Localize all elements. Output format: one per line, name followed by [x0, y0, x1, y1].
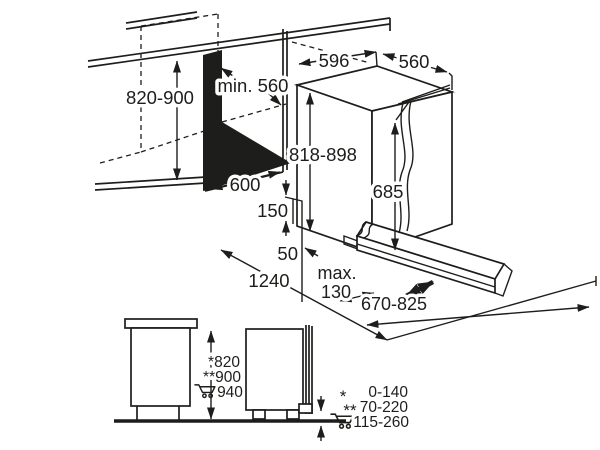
- appliance-dimensions-view: 596 560 818-898 685: [286, 47, 513, 298]
- door-slide-label: 670-825: [361, 294, 427, 314]
- open-door-panel: [355, 220, 513, 297]
- rear-foot: [286, 409, 300, 420]
- door-panel-height-dimension: 685: [369, 101, 410, 251]
- cabinet-side-view: *820 **900 940: [114, 318, 346, 423]
- plinth-height-label: 150: [257, 200, 288, 221]
- worktop-outline: [87, 11, 391, 68]
- plinth-height-dimension: 150: [254, 180, 292, 236]
- niche-depth-label: min. 560: [218, 75, 289, 96]
- rear-gap-dimension: 50: [274, 240, 319, 268]
- door-bottom-fitting: [298, 403, 313, 414]
- niche-width-dimension: 600: [210, 171, 281, 199]
- legend-range-cart: 115-260: [353, 414, 409, 431]
- niche-depth-dimension: min. 560: [214, 67, 292, 106]
- cabinet-worktop: [124, 318, 198, 329]
- height-double-star-label: **900: [203, 369, 241, 386]
- appliance-width-dimension: 596: [298, 47, 378, 75]
- rear-gap-label: 50: [277, 243, 298, 264]
- plinth-recess-word: max.: [317, 263, 356, 283]
- plinth-recess-dimension: max. 130: [314, 260, 375, 306]
- dishwasher-side-view: [245, 325, 325, 441]
- legend-range-double-star: 70-220: [360, 399, 409, 416]
- panel-edge-line: [397, 87, 451, 105]
- appliance-height-dimension: 818-898: [286, 92, 360, 232]
- niche-width-label: 600: [230, 174, 261, 195]
- front-space-label: 1240: [248, 270, 289, 291]
- cart-icon: [194, 384, 216, 399]
- appliance-depth-dimension: 560: [382, 48, 453, 90]
- slide-direction-arrow-icon: [404, 280, 435, 298]
- plinth-shelf-outline: [94, 176, 207, 191]
- appliance-width-label: 596: [319, 50, 350, 71]
- cabinet-body: [130, 327, 191, 407]
- plinth-recess-value: 130: [321, 282, 351, 302]
- floor-clearance-view: 150 50 1240 max. 130 670-825: [220, 180, 597, 341]
- dishwasher-body-side: [245, 328, 304, 411]
- door-slide-dimension: 670-825: [357, 291, 590, 329]
- niche-cutout-view: 820-900 min. 560 600: [87, 11, 391, 199]
- panel-break-lines: [398, 100, 414, 234]
- front-foot: [252, 409, 266, 420]
- niche-height-dimension: 820-900: [123, 60, 197, 181]
- appliance-front-face: [296, 83, 373, 254]
- height-star-label: *820: [208, 354, 240, 371]
- panel-edge-line2: [401, 84, 451, 103]
- appliance-height-label: 818-898: [289, 144, 357, 165]
- appliance-depth-label: 560: [399, 51, 430, 72]
- legend: * 0-140 ** 70-220 115-260: [330, 381, 413, 435]
- niche-shadow: [203, 50, 291, 191]
- niche-height-label: 820-900: [126, 87, 194, 108]
- door-panel-height-label: 685: [373, 181, 404, 202]
- height-cart-label: 940: [217, 384, 243, 401]
- legend-range-star: 0-140: [368, 384, 408, 401]
- cart-icon: [330, 413, 354, 429]
